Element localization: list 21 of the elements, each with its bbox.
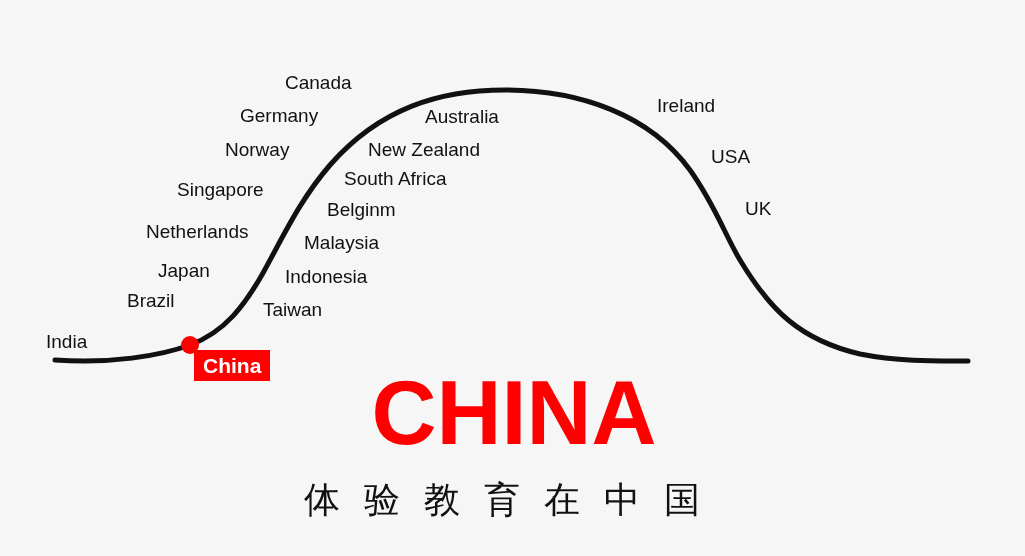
country-label: Singapore xyxy=(177,179,264,201)
country-label: Germany xyxy=(240,105,319,127)
country-label: Malaysia xyxy=(304,232,379,254)
country-label: Indonesia xyxy=(285,266,368,288)
country-label: UK xyxy=(745,198,772,220)
country-label: South Africa xyxy=(344,168,447,190)
country-label: New Zealand xyxy=(368,139,480,161)
country-label: Belginm xyxy=(327,199,396,221)
country-label: Taiwan xyxy=(263,299,323,321)
country-label: Japan xyxy=(158,260,210,282)
country-label: Australia xyxy=(425,106,499,128)
country-tag: China xyxy=(194,350,271,381)
country-label: Norway xyxy=(225,139,290,161)
title: CHINA xyxy=(371,368,657,458)
country-label: Netherlands xyxy=(146,221,249,243)
caption: 体验教育在中国 xyxy=(304,482,724,518)
country-label: Ireland xyxy=(657,95,716,117)
country-label: USA xyxy=(711,146,751,168)
country-label: Canada xyxy=(285,72,352,94)
country-label: Brazil xyxy=(127,290,175,312)
country-label: India xyxy=(46,331,88,353)
